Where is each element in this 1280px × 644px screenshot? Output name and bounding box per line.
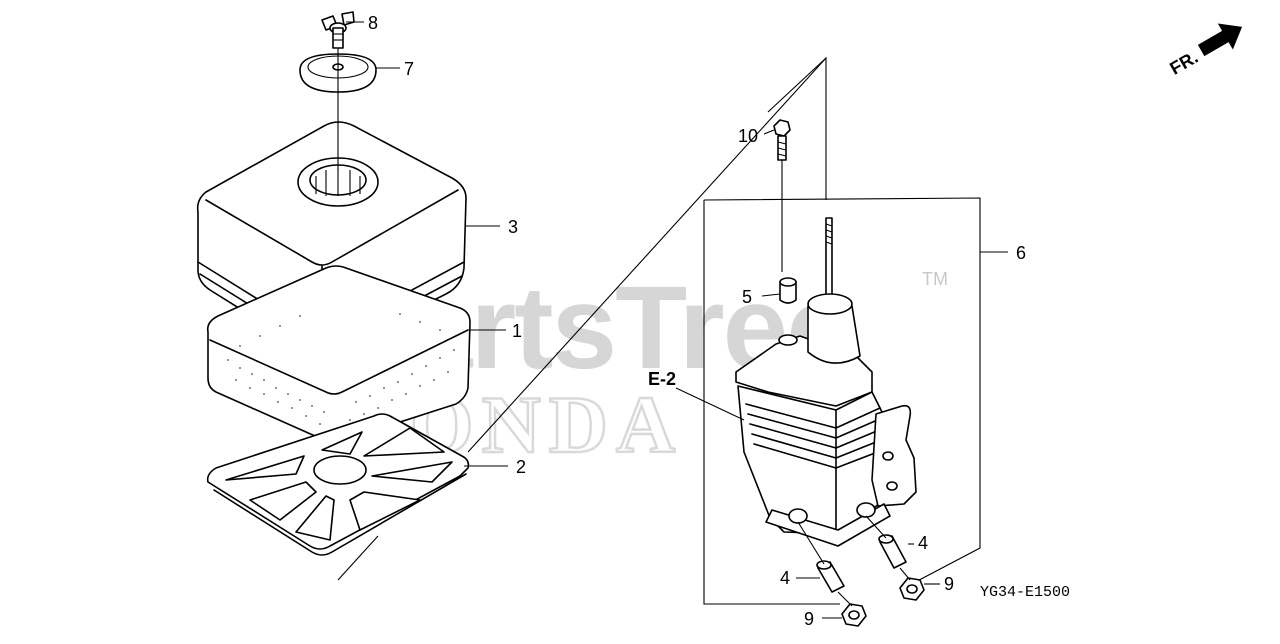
callout-3[interactable]: 3 (508, 217, 518, 237)
stud-reference-line-top (767, 57, 827, 113)
diagram-code: YG34-E1500 (980, 584, 1070, 601)
front-direction-label: FR. (1166, 47, 1201, 79)
flange-bolt-part (773, 119, 791, 161)
pin-axis-left (797, 521, 825, 565)
callout-5[interactable]: 5 (742, 287, 752, 307)
callout-4-right[interactable]: 4 (918, 533, 928, 553)
filter-grid-part (206, 413, 470, 556)
callout-10-leader (763, 129, 775, 135)
dowel-pin-part-right (878, 534, 907, 569)
flange-nut-part-lower (841, 603, 867, 627)
filter-element-part (206, 265, 471, 443)
flange-nut-part-upper (899, 577, 925, 601)
pin-axis-right (865, 515, 887, 539)
callout-1[interactable]: 1 (512, 321, 522, 341)
callout-6[interactable]: 6 (1016, 243, 1026, 263)
nut-axis-lower (837, 591, 853, 607)
callout-5-leader (761, 293, 781, 297)
front-arrow-icon (1197, 23, 1243, 57)
dowel-pin-part-left (816, 560, 845, 593)
callout-2[interactable]: 2 (516, 457, 526, 477)
callout-9-lower[interactable]: 9 (804, 609, 814, 629)
trademark-mark: TM (922, 269, 948, 289)
callout-4-left[interactable]: 4 (780, 568, 790, 588)
muffler-part (735, 217, 917, 547)
wing-nut-part (321, 11, 355, 49)
assembly-bracket (703, 197, 981, 605)
callout-9-upper[interactable]: 9 (944, 574, 954, 594)
callout-10[interactable]: 10 (738, 126, 758, 146)
base-reference-line (337, 535, 379, 581)
front-direction-marker: FR. (1166, 23, 1243, 79)
callout-7[interactable]: 7 (404, 59, 414, 79)
reference-label[interactable]: E-2 (648, 369, 676, 389)
nut-axis-upper (899, 567, 911, 581)
reference-leader (675, 387, 745, 421)
collar-part (779, 277, 797, 304)
callout-8[interactable]: 8 (368, 13, 378, 33)
